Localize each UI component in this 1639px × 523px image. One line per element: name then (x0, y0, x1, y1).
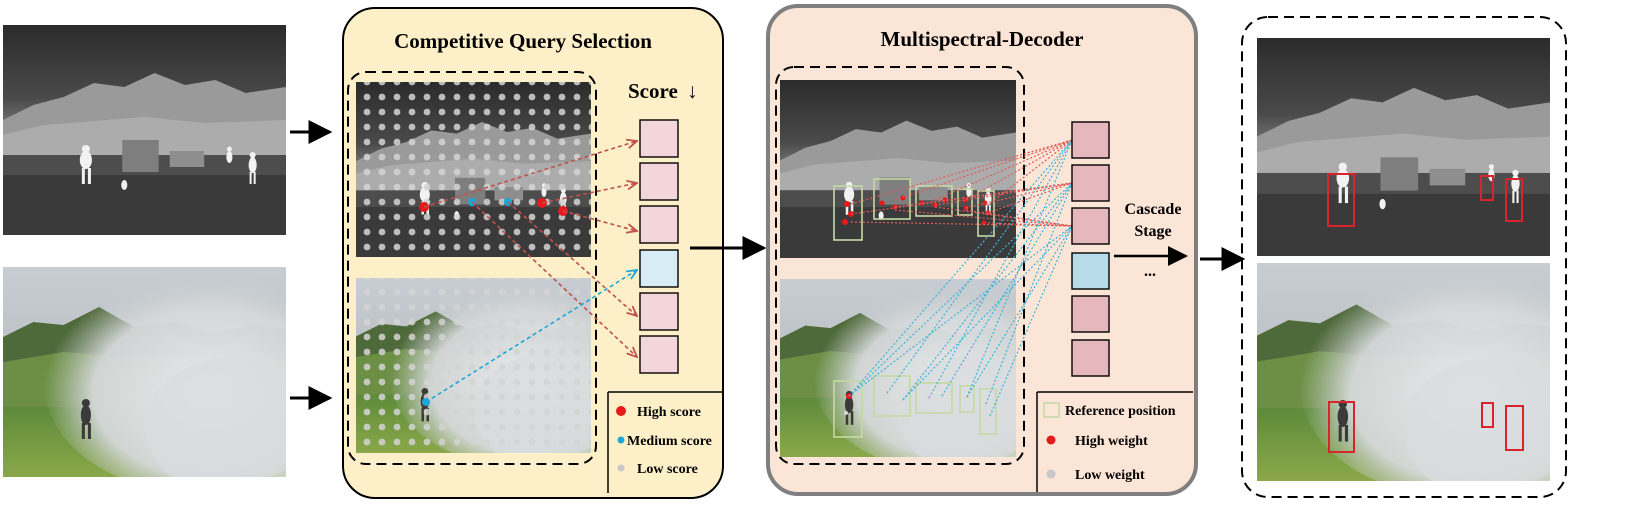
query-box-high (639, 292, 679, 331)
score-legend: High score Medium score Low score (607, 391, 723, 493)
input-rgb-image (3, 267, 286, 477)
legend-high-weight: High weight (1075, 434, 1148, 449)
decoder-query-box-high (1071, 164, 1110, 202)
decoder-title: Multispectral-Decoder (881, 27, 1084, 51)
decoder-query-box-high (1071, 295, 1110, 333)
cqs-title: Competitive Query Selection (394, 29, 652, 53)
cqs-thermal-feature-map (356, 82, 591, 257)
detection-boxes-thermal (1327, 173, 1523, 227)
query-box-high (639, 205, 679, 244)
reference-boxes-rgb (833, 375, 997, 438)
score-label: Score ↓ (628, 79, 698, 103)
cascade-ellipsis: ... (1144, 263, 1156, 280)
output-thermal-image (1257, 38, 1550, 256)
decoder-legend: Reference position High weight Low weigh… (1036, 391, 1193, 492)
query-box-high (639, 162, 679, 201)
query-box-high (639, 335, 679, 374)
output-rgb-image (1257, 263, 1550, 481)
cqs-rgb-feature-map (356, 278, 591, 453)
input-thermal-image (3, 25, 286, 235)
decoder-query-box-high (1071, 121, 1110, 159)
legend-low-score: Low score (637, 462, 698, 477)
legend-low-weight: Low weight (1075, 468, 1145, 483)
cascade-label-line2: Stage (1134, 223, 1171, 240)
decoder-query-box-high (1071, 339, 1110, 377)
decoder-query-box-high (1071, 207, 1110, 245)
legend-medium-score: Medium score (627, 434, 712, 449)
cascade-label-line1: Cascade (1125, 201, 1182, 218)
decoder-query-column (1071, 121, 1110, 377)
decoder-feature-frame (775, 66, 1025, 465)
high-weight-dots (842, 195, 991, 399)
legend-reference-position: Reference position (1065, 404, 1176, 419)
attention-lines-blue (848, 139, 1073, 417)
query-column (639, 119, 679, 374)
legend-high-score: High score (637, 405, 701, 420)
query-box-high (639, 119, 679, 158)
decoder-thermal-image (780, 80, 1016, 258)
query-box-medium (639, 249, 679, 288)
detection-boxes-rgb (1328, 401, 1524, 453)
reference-boxes-thermal (833, 178, 995, 241)
selection-arrows (423, 141, 637, 403)
output-frame (1241, 16, 1567, 498)
decoder-query-box-medium (1071, 252, 1110, 290)
cqs-feature-frame (347, 71, 597, 465)
